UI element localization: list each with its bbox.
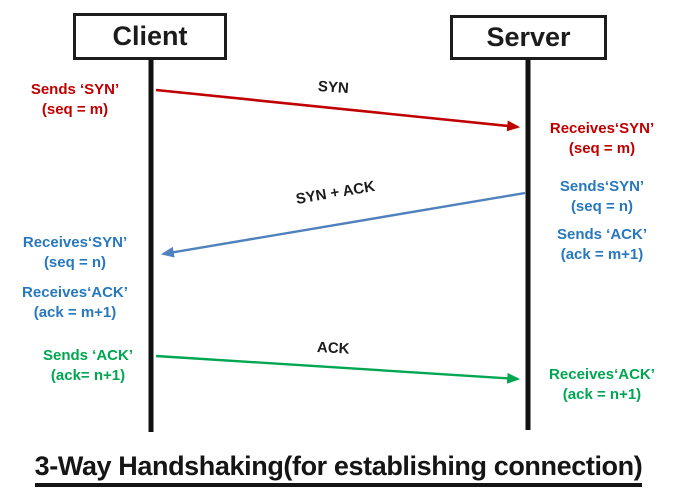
syn-ack-arrow — [160, 191, 526, 258]
server-box: Server — [450, 15, 607, 60]
syn-arrow — [155, 88, 521, 132]
annotation-line: Receives‘SYN’ — [22, 234, 128, 251]
server-sends-syn-annotation: Sends‘SYN’ (seq = n) — [532, 177, 672, 217]
annotation-line: (ack= n+1) — [50, 367, 126, 384]
server-receives-ack-annotation: Receives‘ACK’ (ack = n+1) — [532, 365, 672, 405]
annotation-line: (ack = m+1) — [33, 304, 117, 321]
annotation-line: (seq = m) — [41, 101, 109, 118]
annotation-line: Sends ‘SYN’ — [30, 81, 120, 98]
server-label: Server — [486, 22, 571, 52]
annotation-line: Sends‘SYN’ — [559, 178, 645, 195]
client-receives-syn-annotation: Receives‘SYN’ (seq = n) — [5, 233, 145, 273]
syn-message-label: SYN — [317, 78, 350, 98]
server-receives-syn-annotation: Receives‘SYN’ (seq = m) — [532, 119, 672, 159]
client-sends-syn-annotation: Sends ‘SYN’ (seq = m) — [5, 80, 145, 120]
client-box: Client — [73, 13, 227, 60]
annotation-line: Receives‘ACK’ — [22, 284, 128, 301]
annotation-line: Sends ‘ACK’ — [42, 347, 133, 364]
annotation-line: (seq = n) — [570, 198, 634, 215]
annotation-line: (ack = n+1) — [562, 386, 642, 403]
client-receives-ack-annotation: Receives‘ACK’ (ack = m+1) — [5, 283, 145, 323]
annotation-line: Receives‘ACK’ — [549, 366, 655, 383]
ack-message-label: ACK — [316, 339, 350, 358]
ack-arrow — [155, 354, 521, 384]
annotation-line: (ack = m+1) — [560, 246, 644, 263]
client-label: Client — [112, 21, 188, 51]
annotation-line: (seq = m) — [568, 140, 636, 157]
annotation-line: Receives‘SYN’ — [549, 120, 655, 137]
diagram-title-row: 3-Way Handshaking(for establishing conne… — [0, 451, 677, 487]
annotation-line: (seq = n) — [43, 254, 107, 271]
server-sends-ack-annotation: Sends ‘ACK’ (ack = m+1) — [532, 225, 672, 265]
diagram-title: 3-Way Handshaking(for establishing conne… — [34, 451, 643, 487]
annotation-line: Sends ‘ACK’ — [556, 226, 647, 243]
client-sends-ack-annotation: Sends ‘ACK’ (ack= n+1) — [18, 346, 158, 386]
